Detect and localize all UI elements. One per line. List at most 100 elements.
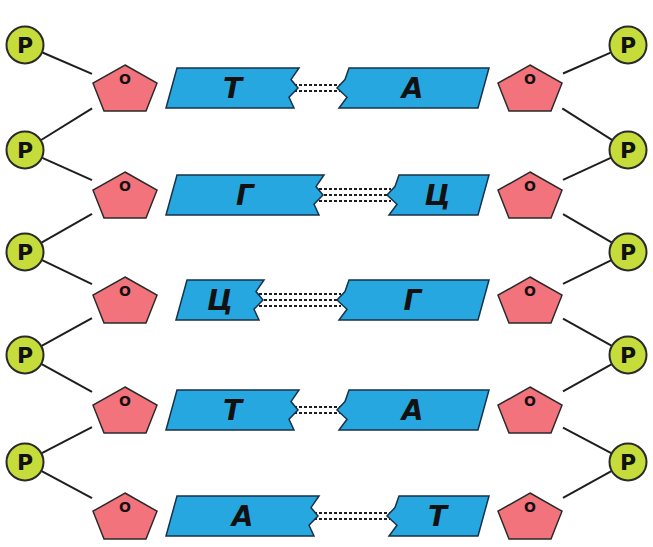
hydrogen-bond <box>319 189 391 201</box>
sugar-node: O <box>92 171 158 219</box>
phosphate-label: P <box>620 33 636 58</box>
shape-outline <box>93 172 157 218</box>
base-node: Ц <box>175 279 265 321</box>
base-letter: А <box>402 394 424 427</box>
base-node: А <box>335 67 490 109</box>
base-letter: Т <box>428 500 447 533</box>
oxygen-label: O <box>119 393 131 409</box>
bond-line <box>319 200 391 202</box>
phosphate-label: P <box>17 240 33 265</box>
phosphate-node: P <box>608 442 648 482</box>
phosphate-node: P <box>608 335 648 375</box>
hydrogen-bond <box>259 294 341 306</box>
sugar-node: O <box>497 64 563 112</box>
phosphate-label: P <box>17 450 33 475</box>
shape-outline <box>610 27 647 64</box>
shape-outline <box>93 493 157 539</box>
bond-line <box>294 90 341 92</box>
shape-outline <box>610 234 647 271</box>
base-node: Ц <box>385 174 490 216</box>
shape-outline <box>7 444 44 481</box>
bond-line <box>294 84 341 86</box>
phosphate-label: P <box>620 138 636 163</box>
shape-outline <box>7 337 44 374</box>
shape-outline <box>166 496 319 536</box>
shape-outline <box>498 387 562 433</box>
hydrogen-bond <box>314 513 391 519</box>
shape-outline <box>166 68 299 108</box>
bond-line <box>314 518 391 520</box>
oxygen-label: O <box>119 71 131 87</box>
backbone-link <box>563 471 611 498</box>
phosphate-label: P <box>17 343 33 368</box>
phosphate-node: P <box>608 232 648 272</box>
backbone-link <box>42 471 92 498</box>
backbone-link <box>42 260 92 284</box>
shape-outline <box>498 172 562 218</box>
bond-line <box>319 194 391 196</box>
base-node: Т <box>165 389 300 431</box>
oxygen-label: O <box>524 393 536 409</box>
phosphate-node: P <box>5 442 45 482</box>
backbone-link <box>563 53 611 74</box>
phosphate-label: P <box>17 33 33 58</box>
oxygen-label: O <box>524 499 536 515</box>
bond-line <box>259 299 341 301</box>
backbone-link <box>41 108 92 140</box>
phosphate-node: P <box>5 130 45 170</box>
shape-outline <box>176 280 264 320</box>
backbone-link <box>563 364 611 391</box>
sugar-node: O <box>92 276 158 324</box>
sugar-node: O <box>497 386 563 434</box>
shape-outline <box>610 132 647 169</box>
base-node: А <box>335 389 490 431</box>
shape-outline <box>337 68 489 108</box>
oxygen-label: O <box>119 283 131 299</box>
base-letter: Г <box>404 284 422 317</box>
shape-outline <box>93 387 157 433</box>
oxygen-label: O <box>119 178 131 194</box>
base-node: А <box>165 495 320 537</box>
sugar-node: O <box>92 386 158 434</box>
phosphate-node: P <box>5 25 45 65</box>
bond-line <box>259 293 341 295</box>
backbone-link <box>563 428 611 454</box>
oxygen-label: O <box>524 71 536 87</box>
hydrogen-bond <box>294 85 341 91</box>
shape-outline <box>337 280 489 320</box>
backbone-link <box>42 318 92 346</box>
sugar-node: O <box>497 171 563 219</box>
backbone-link <box>42 427 92 453</box>
backbone-link <box>562 108 612 139</box>
base-letter: Т <box>223 394 242 427</box>
base-letter: Г <box>236 179 254 212</box>
shape-outline <box>93 277 157 323</box>
phosphate-label: P <box>620 450 636 475</box>
base-letter: Т <box>223 72 242 105</box>
backbone-link <box>563 319 611 346</box>
bond-line <box>319 188 391 190</box>
base-node: Г <box>335 279 490 321</box>
shape-outline <box>498 493 562 539</box>
base-letter: Ц <box>425 179 451 212</box>
base-node: Т <box>385 495 490 537</box>
phosphate-node: P <box>608 130 648 170</box>
backbone-link <box>42 53 92 74</box>
backbone-link <box>563 158 611 180</box>
phosphate-node: P <box>608 25 648 65</box>
oxygen-label: O <box>524 283 536 299</box>
base-letter: А <box>232 500 254 533</box>
shape-outline <box>7 234 44 271</box>
shape-outline <box>166 390 299 430</box>
phosphate-label: P <box>620 343 636 368</box>
shape-outline <box>7 27 44 64</box>
sugar-node: O <box>497 492 563 540</box>
bond-line <box>294 412 341 414</box>
shape-outline <box>387 175 489 215</box>
shape-outline <box>166 175 324 215</box>
backbone-link <box>563 260 611 283</box>
backbone-link <box>42 158 92 180</box>
shape-outline <box>337 390 489 430</box>
bond-line <box>314 512 391 514</box>
